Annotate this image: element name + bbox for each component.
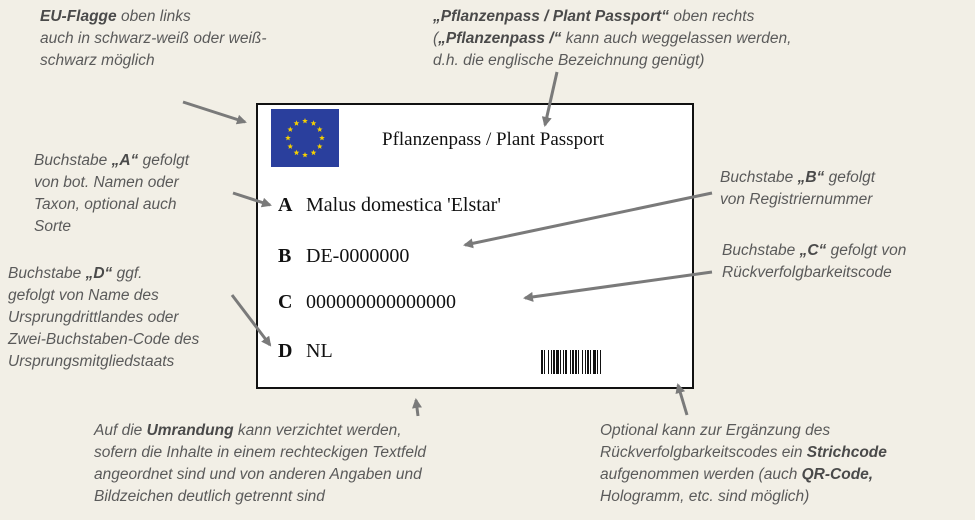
barcode-bar [578, 350, 579, 374]
eu-star [316, 143, 323, 149]
eu-star [293, 149, 300, 156]
barcode-bar [548, 350, 549, 374]
barcode-bar [600, 350, 601, 374]
eu-flag-icon [271, 109, 339, 167]
barcode-bar [575, 350, 577, 374]
row-value: Malus domestica 'Elstar' [306, 194, 501, 216]
barcode-bar [563, 350, 564, 374]
passport-title: Pflanzenpass / Plant Passport [382, 129, 605, 150]
note-letter-d: Buchstabe „D“ ggf. gefolgt von Name des … [8, 265, 200, 370]
passport-row-b: B DE-0000000 [278, 245, 409, 268]
passport-row-a: A Malus domestica 'Elstar' [278, 194, 501, 217]
eu-star [287, 126, 294, 132]
row-letter: D [278, 340, 293, 362]
eu-star [310, 149, 317, 156]
barcode-bar [541, 350, 543, 374]
row-value: 000000000000000 [306, 291, 456, 313]
arrow-eu-flag [182, 100, 247, 125]
barcode-bar [585, 350, 586, 374]
arrow-letter-c [523, 270, 713, 302]
barcode-bar [553, 350, 555, 374]
eu-star [302, 118, 308, 124]
row-value: DE-0000000 [306, 245, 410, 267]
note-letter-a: Buchstabe „A“ gefolgt von bot. Namen ode… [34, 152, 190, 235]
arrow-letter-b [463, 191, 713, 249]
barcode-bar [597, 350, 598, 374]
barcode-bar [560, 350, 561, 374]
row-letter: C [278, 291, 293, 313]
note-eu-flag-bold: EU-Flagge [40, 8, 117, 25]
passport-row-c: C 000000000000000 [278, 291, 456, 314]
row-letter: B [278, 245, 292, 267]
arrow-title [541, 71, 559, 127]
barcode-bar [593, 350, 596, 374]
arrow-border [412, 398, 422, 417]
note-border: Auf die Umrandung kann verzichtet werden… [94, 422, 427, 505]
barcode-bar [544, 350, 545, 374]
barcode-bar [582, 350, 583, 374]
note-letter-c: Buchstabe „C“ gefolgt von Rückverfolgbar… [722, 242, 907, 281]
eu-star [285, 135, 291, 141]
eu-stars [285, 118, 325, 158]
arrow-letter-d [230, 294, 272, 347]
eu-star [316, 126, 323, 132]
arrow-barcode [675, 383, 689, 416]
passport-row-d: D NL [278, 340, 333, 363]
note-letter-b: Buchstabe „B“ gefolgt von Registriernumm… [720, 169, 876, 208]
eu-star [310, 120, 317, 126]
plant-passport-label: Pflanzenpass / Plant Passport A Malus dom… [256, 103, 694, 389]
barcode-bar [551, 350, 552, 374]
note-barcode: Optional kann zur Ergänzung des Rückverf… [600, 422, 887, 505]
eu-star [287, 143, 294, 149]
row-letter: A [278, 194, 293, 216]
barcode-bar [587, 350, 589, 374]
arrow-letter-a [232, 191, 272, 208]
barcode-bar [565, 350, 567, 374]
barcode-bar [556, 350, 559, 374]
row-value: NL [306, 340, 333, 362]
barcode-bar [590, 350, 591, 374]
eu-star [293, 120, 300, 126]
eu-star [319, 135, 325, 141]
barcode-bar [570, 350, 571, 374]
barcode-icon [541, 350, 601, 374]
eu-star [302, 152, 308, 158]
note-title: „Pflanzenpass / Plant Passport“ oben rec… [433, 8, 792, 69]
note-eu-flag: EU-Flagge oben links auch in schwarz-wei… [40, 8, 267, 69]
barcode-bar [572, 350, 574, 374]
